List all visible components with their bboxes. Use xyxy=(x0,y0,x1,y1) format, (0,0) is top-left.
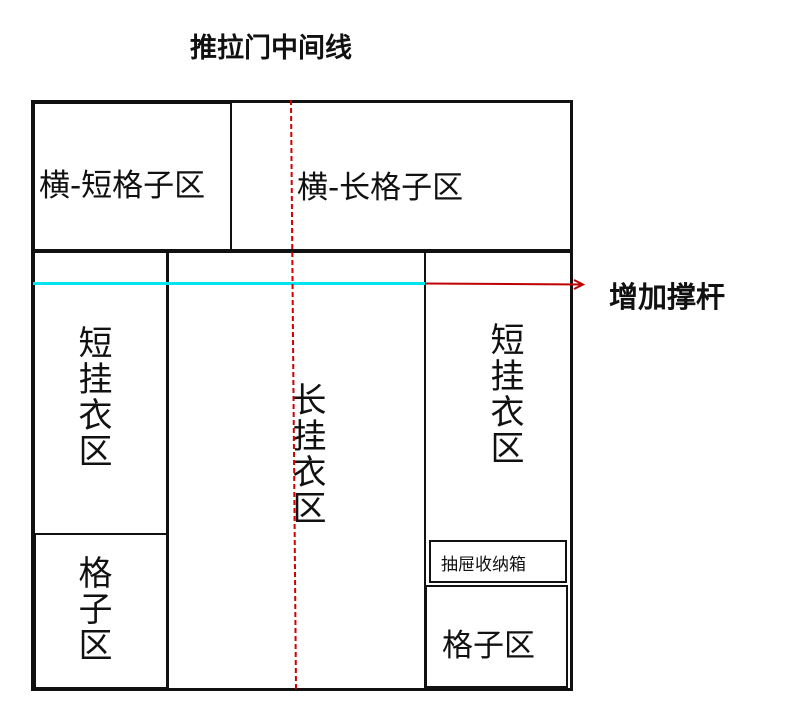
top-section xyxy=(31,100,573,252)
label-top-short-shelf: 横-短格子区 xyxy=(39,168,206,204)
zone-right-column xyxy=(424,251,572,691)
label-left-short-hanging: 短挂衣区 xyxy=(72,325,112,469)
label-left-shelf: 格子区 xyxy=(72,555,112,663)
label-right-shelf: 格子区 xyxy=(442,628,535,664)
label-drawer: 抽屉收纳箱 xyxy=(441,555,526,575)
zone-top-short-shelf xyxy=(33,102,232,251)
zone-drawer xyxy=(429,540,567,583)
sliding-door-center-line xyxy=(290,99,297,691)
annotation-add-support-rod: 增加撑杆 xyxy=(609,280,726,314)
support-rod-line xyxy=(33,282,425,285)
label-top-long-shelf: 横-长格子区 xyxy=(297,170,464,206)
zone-right-shelf xyxy=(425,585,568,688)
diagram-title: 推拉门中间线 xyxy=(190,33,352,64)
label-right-short-hanging: 短挂衣区 xyxy=(484,322,524,466)
